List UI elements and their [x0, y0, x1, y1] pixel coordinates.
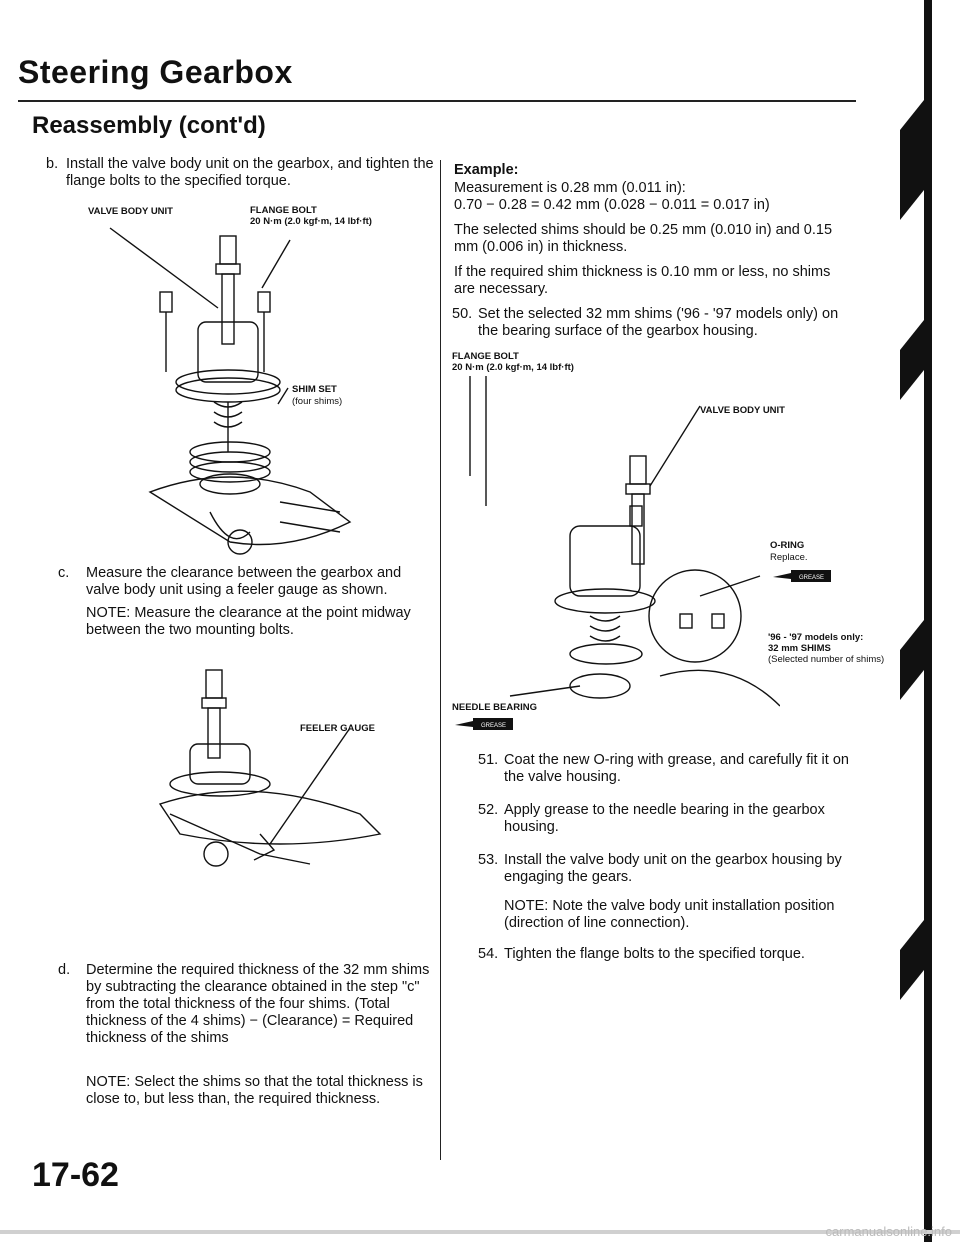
fig3-valve-body-label: VALVE BODY UNIT	[700, 405, 785, 416]
fig3-oring-note: Replace.	[770, 552, 808, 563]
required-thickness-text: If the required shim thickness is 0.10 m…	[454, 264, 831, 297]
step-b-number: b.	[46, 156, 59, 172]
fig3-torque-label: 20 N·m (2.0 kgf·m, 14 lbf·ft)	[452, 362, 574, 373]
step-50-number: 50.	[452, 306, 473, 322]
fig3-models-label: '96 - '97 models only:	[768, 632, 864, 643]
step-54: 54. Tighten the flange bolts to the spec…	[478, 946, 856, 963]
step-54-text: Tighten the flange bolts to the specifie…	[504, 946, 805, 962]
fig2-feeler-gauge-label: FEELER GAUGE	[300, 723, 375, 734]
grease-tube-text-2: GREASE	[481, 723, 506, 729]
step-52: 52. Apply grease to the needle bearing i…	[478, 802, 856, 836]
step-c: c. Measure the clearance between the gea…	[58, 565, 436, 599]
page-title: Steering Gearbox	[18, 54, 293, 90]
fig1-torque-label: 20 N·m (2.0 kgf·m, 14 lbf·ft)	[250, 216, 372, 227]
step-53-number: 53.	[478, 852, 499, 868]
step-52-text: Apply grease to the needle bearing in th…	[504, 802, 825, 835]
page-number: 17-62	[32, 1156, 119, 1194]
example-label: Example:	[454, 162, 519, 178]
step-50: 50. Set the selected 32 mm shims ('96 - …	[452, 306, 854, 340]
fig3-needle-bearing-label: NEEDLE BEARING	[452, 702, 537, 713]
step-50-text: Set the selected 32 mm shims ('96 - '97 …	[478, 306, 839, 339]
fig2-feeler-gauge-illustration	[158, 669, 382, 867]
step-b-text: Install the valve body unit on the gearb…	[66, 156, 434, 189]
grease-tube-icon: GREASE	[773, 568, 833, 584]
fig1-valve-body-label: VALVE BODY UNIT	[88, 206, 173, 217]
step-c-number: c.	[58, 565, 70, 581]
fig3-oring-label: O-RING	[770, 540, 805, 551]
grease-tube-text: GREASE	[799, 575, 824, 581]
watermark: carmanualsonline.info	[825, 1224, 952, 1239]
fig1-shim-set-label: SHIM SET	[292, 384, 337, 395]
step-d-number: d.	[58, 962, 71, 978]
step-52-number: 52.	[478, 802, 499, 818]
example-line-1: Measurement is 0.28 mm (0.011 in):	[454, 180, 686, 196]
step-53: 53. Install the valve body unit on the g…	[478, 852, 856, 886]
step-b: b. Install the valve body unit on the ge…	[46, 156, 436, 190]
step-51: 51. Coat the new O-ring with grease, and…	[478, 752, 856, 786]
grease-tube-icon-2: GREASE	[455, 716, 515, 732]
binding-tabs	[900, 100, 924, 1000]
header-rule	[18, 100, 856, 102]
fig3-assembly-illustration	[469, 376, 780, 707]
fig1-flange-bolt-label: FLANGE BOLT	[250, 205, 317, 216]
column-divider	[440, 160, 441, 1160]
bottom-bar	[0, 1230, 960, 1234]
fig3-shims-note: (Selected number of shims)	[768, 654, 885, 665]
step-53-text: Install the valve body unit on the gearb…	[504, 852, 842, 885]
step-51-number: 51.	[478, 752, 499, 768]
example-line-2: 0.70 − 0.28 = 0.42 mm (0.028 − 0.011 = 0…	[454, 197, 770, 213]
step-d-note: NOTE: Select the shims so that the total…	[86, 1074, 423, 1107]
step-c-text: Measure the clearance between the gearbo…	[86, 565, 402, 598]
step-c-note: NOTE: Measure the clearance at the point…	[86, 605, 411, 638]
selected-shims-text: The selected shims should be 0.25 mm (0.…	[454, 222, 833, 255]
fig1-shim-note-label: (four shims)	[292, 396, 343, 407]
step-53-note: NOTE: Note the valve body unit installat…	[504, 898, 835, 931]
step-d-text: Determine the required thickness of the …	[86, 962, 430, 1046]
step-54-number: 54.	[478, 946, 499, 962]
step-d: d. Determine the required thickness of t…	[58, 962, 436, 1047]
fig3-shims-label: 32 mm SHIMS	[768, 643, 831, 654]
fig3-flange-bolt-label: FLANGE BOLT	[452, 351, 519, 362]
page-spine	[924, 0, 932, 1242]
step-51-text: Coat the new O-ring with grease, and car…	[504, 752, 849, 785]
section-title: Reassembly (cont'd)	[32, 112, 266, 139]
fig1-valve-body-illustration	[109, 227, 352, 555]
